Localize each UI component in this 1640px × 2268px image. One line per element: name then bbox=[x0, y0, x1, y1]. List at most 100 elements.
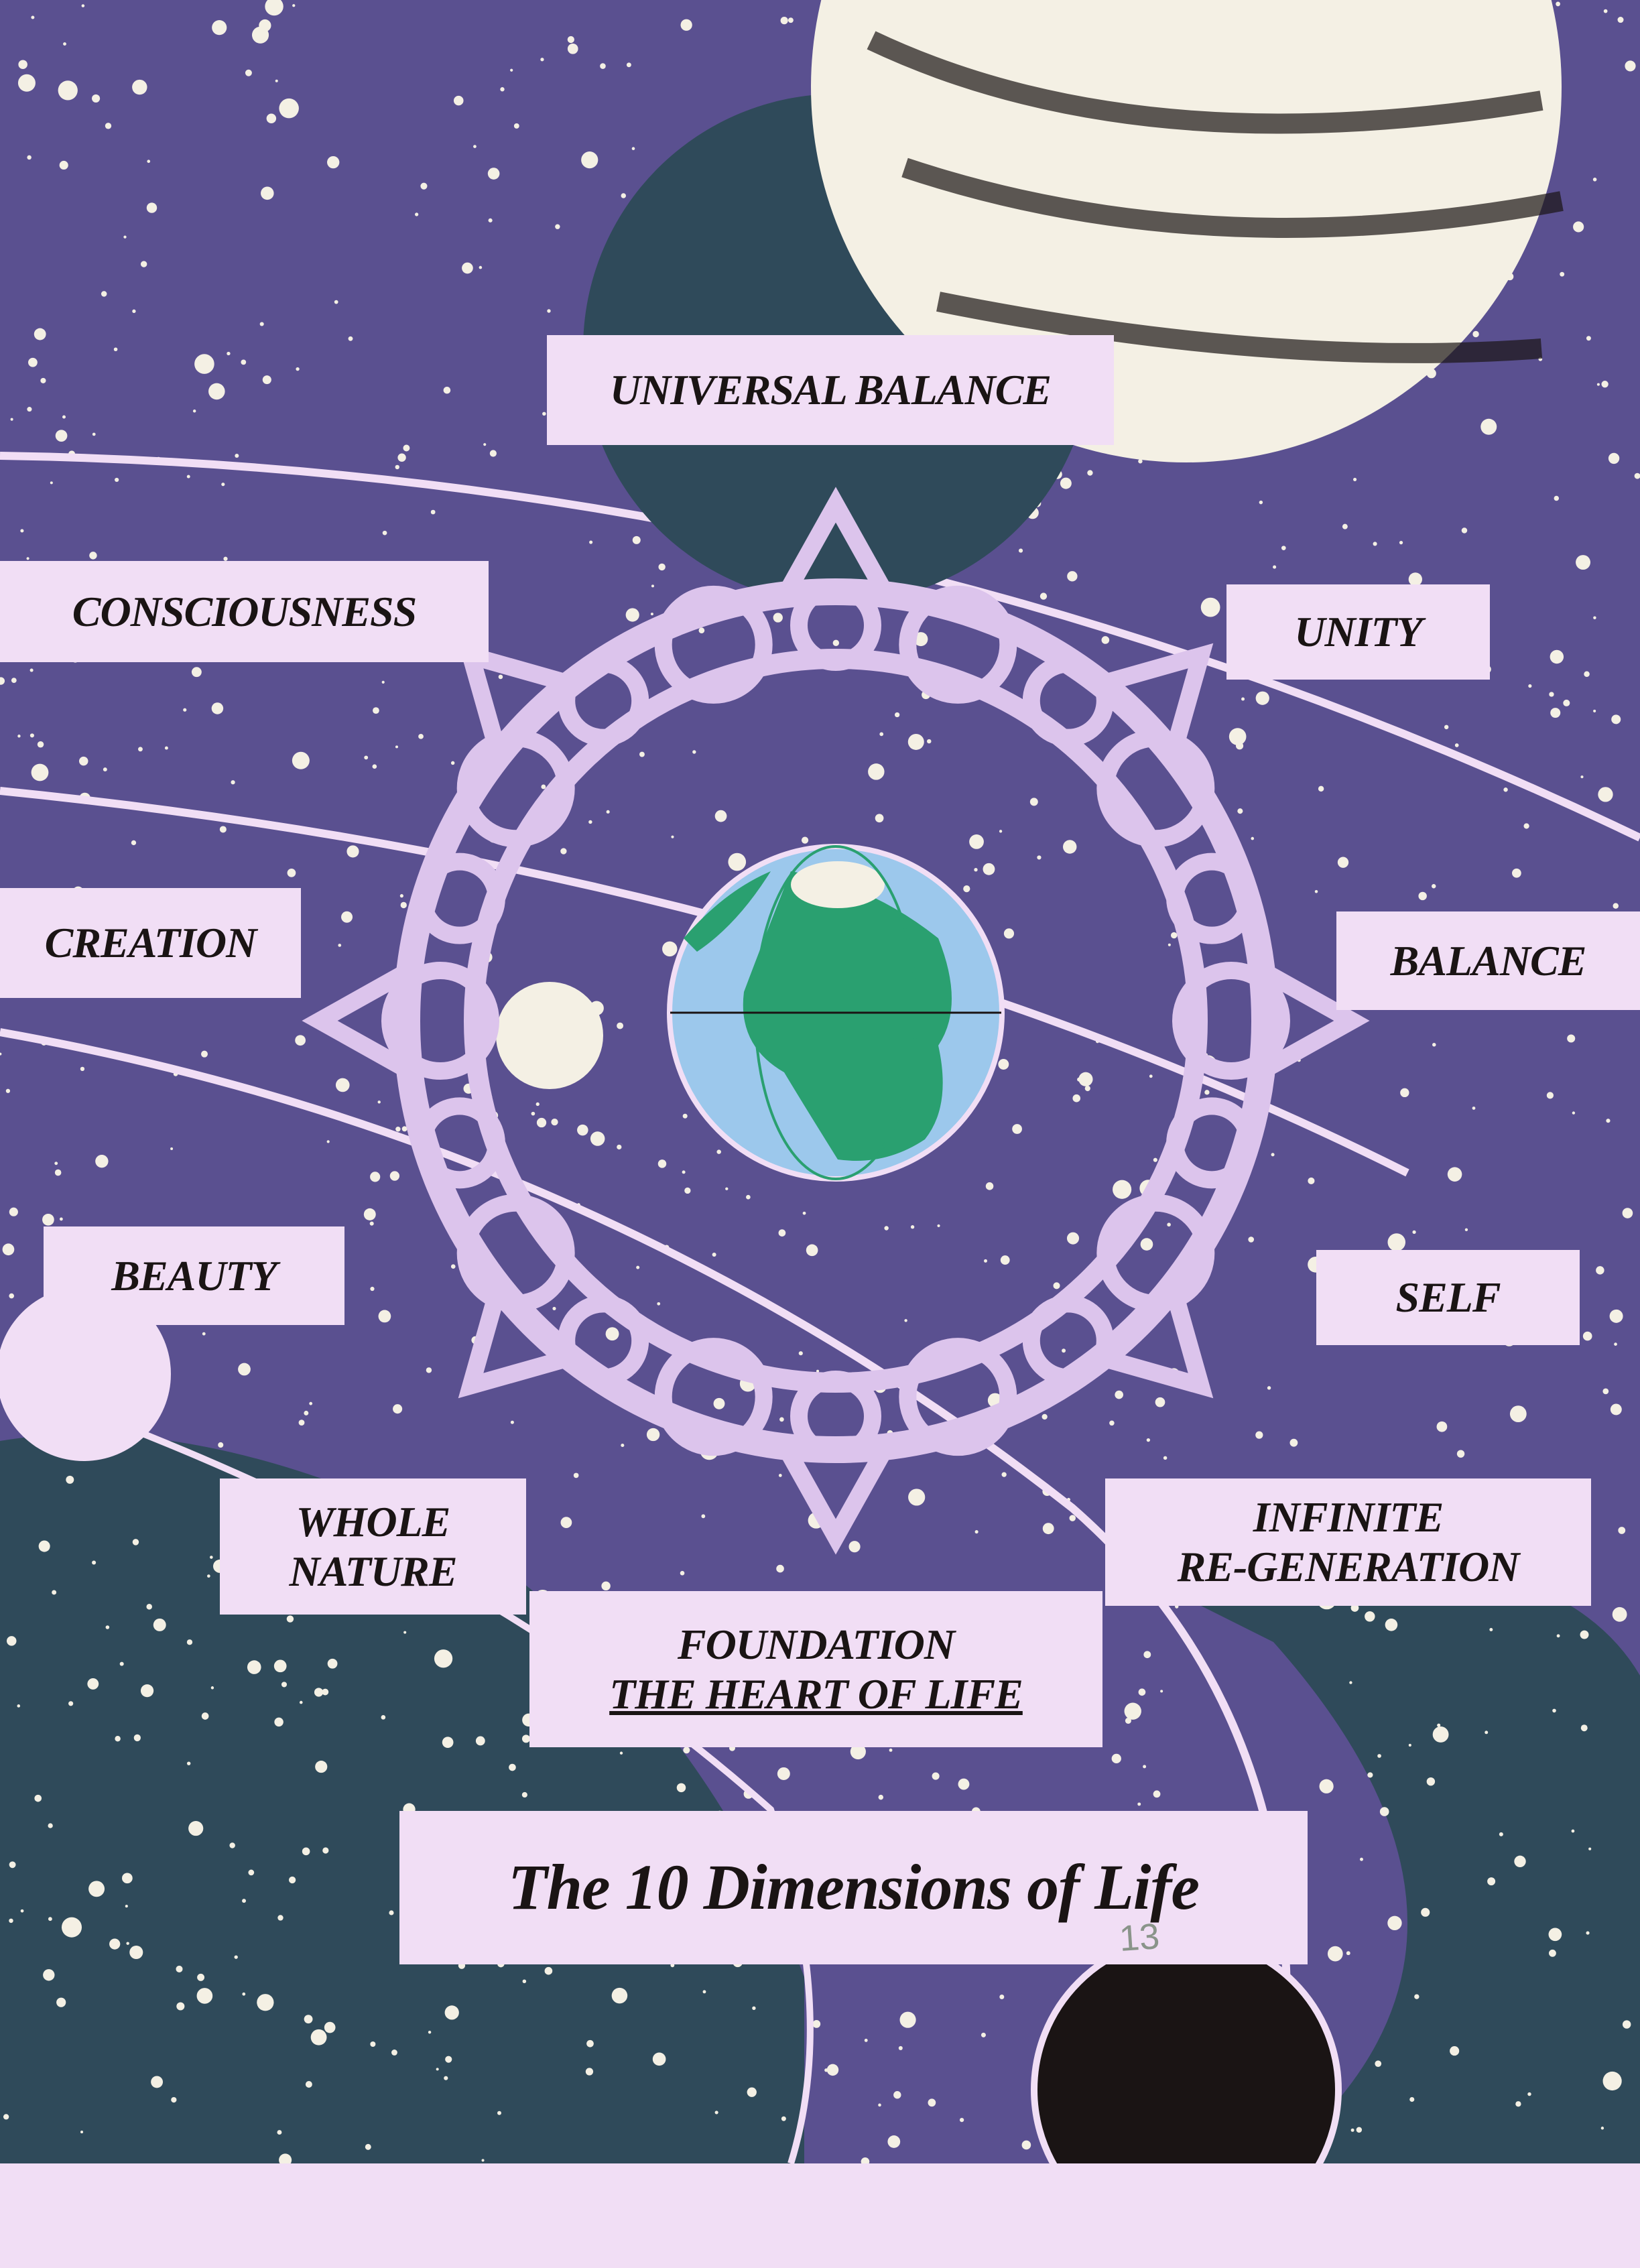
star bbox=[59, 1217, 63, 1221]
star bbox=[974, 1529, 979, 1534]
star bbox=[1418, 891, 1427, 901]
star bbox=[1353, 477, 1357, 481]
star bbox=[904, 1319, 907, 1322]
star bbox=[632, 536, 641, 544]
star bbox=[292, 751, 310, 769]
star bbox=[277, 2130, 282, 2135]
knot-point bbox=[302, 966, 409, 1076]
knot-loop bbox=[654, 1338, 773, 1456]
star bbox=[1387, 1915, 1402, 1931]
star bbox=[17, 1704, 21, 1708]
star bbox=[521, 1791, 527, 1798]
star bbox=[103, 767, 107, 772]
star bbox=[625, 608, 639, 622]
star bbox=[200, 1050, 208, 1058]
star bbox=[121, 1873, 133, 1884]
star bbox=[1618, 1527, 1626, 1534]
star bbox=[138, 747, 143, 752]
knot-point bbox=[458, 1290, 566, 1399]
star bbox=[146, 1604, 152, 1610]
star bbox=[1237, 808, 1243, 814]
star bbox=[551, 1118, 558, 1126]
star bbox=[43, 1969, 55, 1981]
star bbox=[1450, 2046, 1460, 2056]
star bbox=[153, 1618, 166, 1631]
star bbox=[899, 2011, 916, 2028]
star bbox=[1489, 1627, 1493, 1631]
star bbox=[1625, 60, 1636, 72]
star bbox=[1138, 1688, 1146, 1696]
star bbox=[589, 540, 593, 544]
star bbox=[1101, 636, 1110, 644]
knot-loop bbox=[790, 1371, 881, 1462]
star bbox=[399, 894, 403, 898]
star bbox=[9, 1918, 13, 1924]
star bbox=[223, 556, 228, 561]
star bbox=[652, 2052, 666, 2066]
star bbox=[212, 20, 227, 36]
teal-region-right bbox=[1139, 1556, 1640, 2163]
star bbox=[510, 68, 513, 72]
star bbox=[314, 1688, 324, 1697]
label-self: SELF bbox=[1316, 1250, 1580, 1345]
star bbox=[341, 911, 353, 923]
star bbox=[1087, 470, 1093, 476]
star bbox=[210, 1686, 214, 1690]
star bbox=[1586, 336, 1591, 341]
star bbox=[1319, 1779, 1334, 1793]
star bbox=[636, 1265, 640, 1269]
star bbox=[95, 1154, 109, 1168]
label-text: BALANCE bbox=[1390, 936, 1587, 985]
star bbox=[58, 80, 78, 101]
star bbox=[48, 1823, 53, 1828]
star bbox=[747, 2087, 757, 2097]
star bbox=[101, 291, 107, 297]
star bbox=[878, 1794, 884, 1800]
star bbox=[55, 430, 68, 442]
star bbox=[428, 2031, 432, 2034]
star bbox=[1426, 1777, 1436, 1786]
star bbox=[381, 1714, 386, 1720]
star bbox=[893, 2091, 901, 2099]
star bbox=[20, 1909, 24, 1913]
title-text: The 10 Dimensions of Life bbox=[508, 1851, 1200, 1924]
label-text: UNITY bbox=[1294, 608, 1423, 656]
star bbox=[692, 750, 696, 754]
star bbox=[186, 1639, 193, 1645]
star bbox=[9, 1293, 15, 1299]
knot-loop bbox=[558, 655, 649, 747]
star bbox=[324, 2021, 336, 2033]
star bbox=[420, 182, 428, 190]
knot-loop bbox=[381, 962, 499, 1080]
star bbox=[88, 1881, 105, 1897]
star bbox=[1608, 452, 1620, 464]
star bbox=[132, 79, 147, 95]
star bbox=[1613, 903, 1619, 909]
star bbox=[621, 193, 626, 198]
star bbox=[1600, 2127, 1604, 2130]
star bbox=[151, 2076, 164, 2088]
star bbox=[78, 756, 88, 766]
star bbox=[1001, 1472, 1007, 1477]
star bbox=[378, 1310, 391, 1323]
star bbox=[334, 300, 338, 304]
star bbox=[393, 1404, 403, 1414]
star bbox=[42, 1213, 54, 1226]
star bbox=[29, 668, 34, 672]
star bbox=[848, 1541, 861, 1553]
star bbox=[462, 262, 473, 274]
star bbox=[364, 755, 369, 760]
star bbox=[868, 763, 885, 780]
star bbox=[489, 450, 497, 457]
star bbox=[286, 1615, 294, 1623]
star bbox=[1346, 1951, 1350, 1956]
star bbox=[326, 1140, 330, 1143]
star bbox=[1456, 1450, 1465, 1458]
knot-loop bbox=[1022, 655, 1114, 747]
star bbox=[958, 1778, 970, 1790]
label-balance: BALANCE bbox=[1336, 911, 1640, 1010]
knot-loop bbox=[1172, 962, 1290, 1080]
star bbox=[1586, 1931, 1590, 1935]
star bbox=[802, 1211, 806, 1215]
